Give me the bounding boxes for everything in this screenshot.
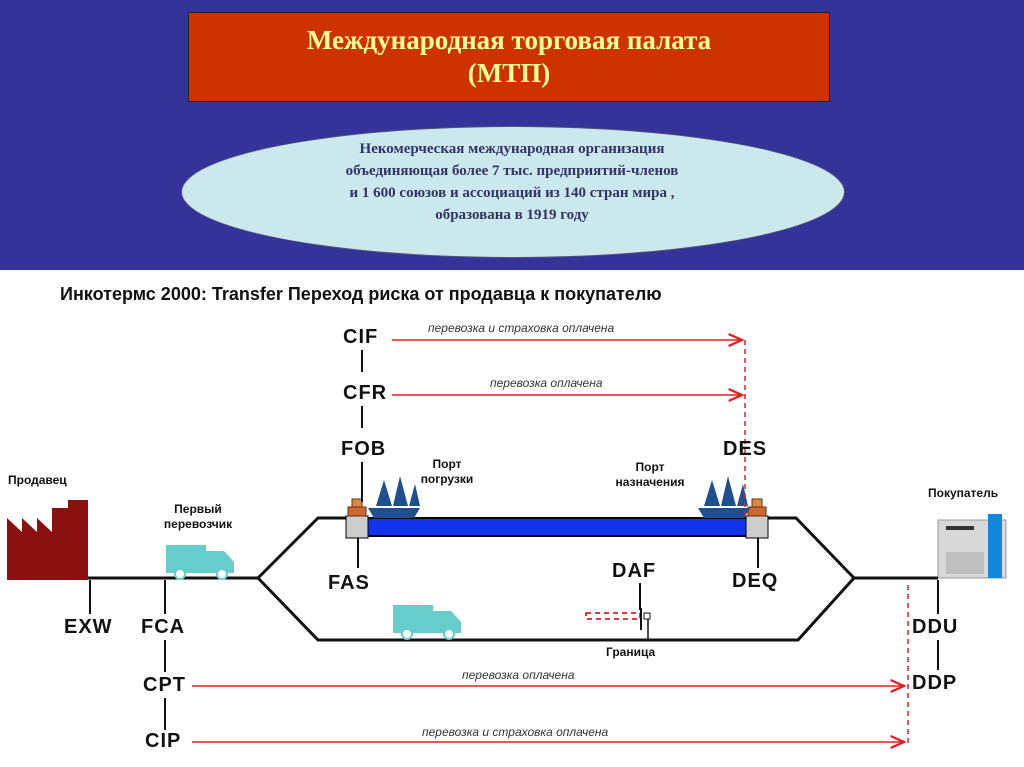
label-port-destination-line-1: Порт [635,460,665,474]
term-cif: CIF [343,326,379,348]
term-fca: FCA [141,616,186,638]
factory-icon [7,500,88,580]
label-first-carrier-line-2: перевозчик [163,517,233,531]
label-port-loading: Порт погрузки [412,457,482,487]
ship-dest-icon [698,476,750,518]
label-port-destination-line-2: назначения [615,475,685,489]
term-cfr: CFR [343,382,388,404]
truck-icon [393,605,461,640]
label-port-destination: Порт назначения [602,460,698,490]
truck-icon [166,545,234,580]
buyer-building-icon [937,514,1007,579]
cargo-load-icon [347,498,367,517]
label-port-loading-line-1: Порт [432,457,462,471]
label-seller: Продавец [8,473,67,487]
label-first-carrier: Первый перевозчик [148,502,248,532]
description-line-1: Некомерческая международная организация [359,141,665,157]
vertical-connectors [89,350,939,730]
route-lines [88,516,938,642]
cargo-dest-icon [747,498,767,517]
border-barrier-icon [585,608,651,640]
description-ellipse [181,126,845,258]
term-cip: CIP [145,730,182,752]
risk-boundary-lines [744,340,909,745]
term-ddp: DDP [912,672,958,694]
title-box: Международная торговая палата (МТП) [188,12,830,102]
term-des: DES [723,438,768,460]
ship-load-icon [368,476,420,518]
term-ddu: DDU [912,616,959,638]
term-daf: DAF [612,560,657,582]
description-text: Некомерческая международная организация … [181,138,843,226]
note-cip: перевозка и страховка оплачена [422,725,609,739]
label-first-carrier-line-1: Первый [174,502,222,516]
description-line-3: и 1 600 союзов и ассоциаций из 140 стран… [349,185,675,201]
label-buyer: Покупатель [928,486,999,500]
note-cfr: перевозка оплачена [490,376,603,390]
description-line-4: образована в 1919 году [435,207,589,223]
description-line-2: объединяющая более 7 тыс. предприятий-чл… [345,163,679,179]
term-deq: DEQ [732,570,779,592]
label-border: Граница [606,645,656,659]
term-cpt: CPT [143,674,186,696]
title-line-2: (МТП) [467,58,551,88]
note-cpt: перевозка оплачена [462,668,575,682]
port-channel [345,515,769,568]
term-fob: FOB [341,438,387,460]
diagram-title: Инкотермс 2000: Transfer Переход риска о… [60,284,662,304]
note-cif: перевозка и страховка оплачена [428,321,615,335]
term-exw: EXW [64,616,113,638]
term-fas: FAS [328,572,370,594]
title-line-1: Международная торговая палата [306,25,712,55]
label-port-loading-line-2: погрузки [420,472,474,486]
